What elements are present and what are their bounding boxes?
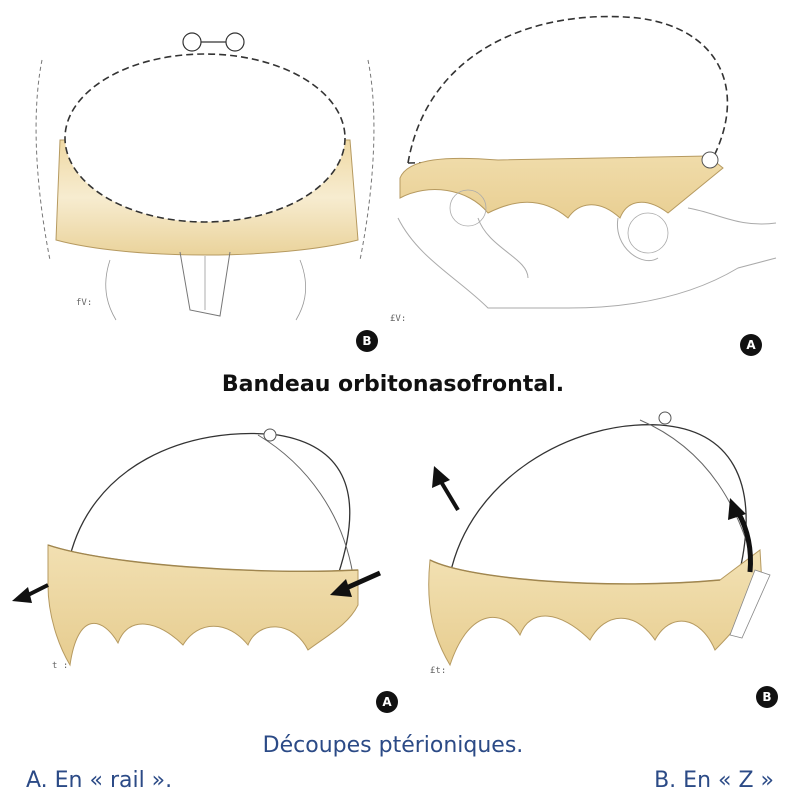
- panel-rail-cut: t : A: [8, 405, 404, 715]
- panel-badge: B: [756, 686, 778, 708]
- z-cut-drawing: [410, 400, 782, 705]
- panel-badge: A: [376, 691, 398, 713]
- figure-mark: £V:: [390, 314, 406, 324]
- top-caption: Bandeau orbitonasofrontal.: [0, 372, 786, 397]
- frontal-view-drawing: [20, 20, 390, 340]
- panel-frontal-view: fV: B: [20, 20, 390, 340]
- figure-mark: t :: [52, 661, 68, 671]
- bottom-caption: Découpes ptérioniques.: [0, 733, 786, 758]
- figure-mark: £t:: [430, 666, 446, 676]
- panel-badge: B: [356, 330, 378, 352]
- lateral-view-drawing: [388, 8, 780, 338]
- figure-mark: fV:: [76, 298, 92, 308]
- panel-lateral-view: £V: A: [388, 8, 780, 338]
- option-b-label: B. En « Z »: [654, 768, 774, 793]
- panel-badge: A: [740, 334, 762, 356]
- panel-z-cut: £t: B: [410, 400, 782, 705]
- option-a-label: A. En « rail ».: [26, 768, 172, 793]
